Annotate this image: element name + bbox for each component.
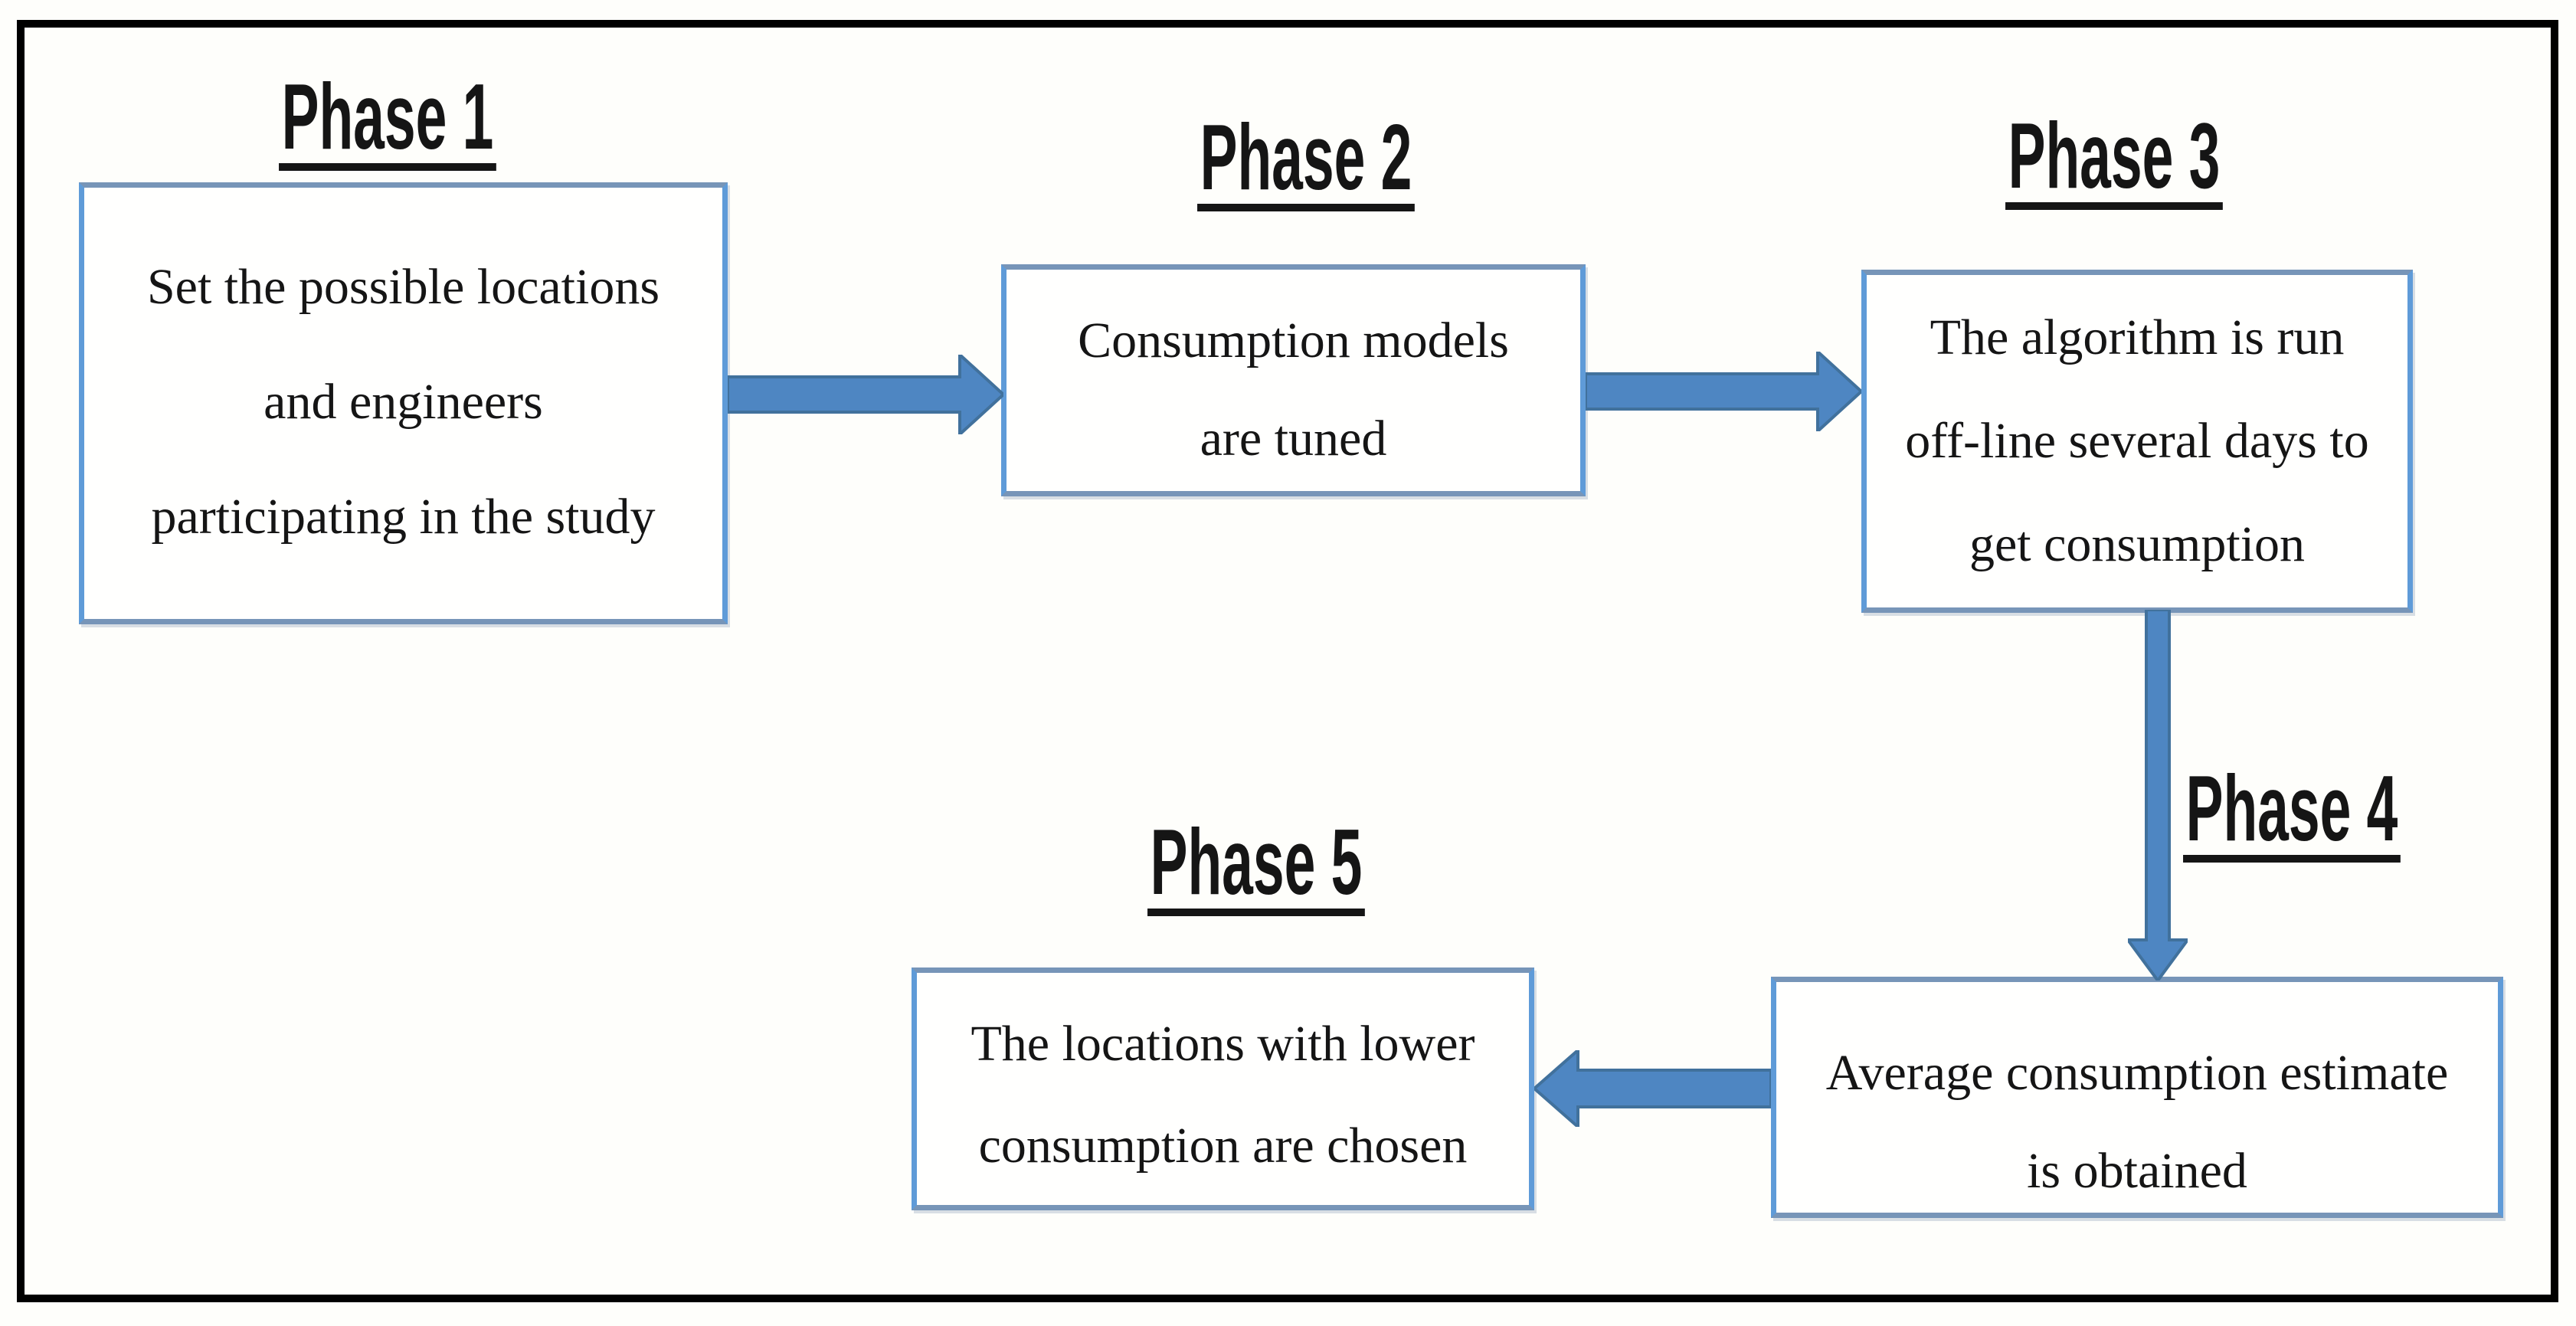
phase-2-label: Phase 2 (1124, 110, 1487, 211)
phase-3-label: Phase 3 (1933, 109, 2295, 210)
arrow-phase4-to-phase5-icon (1534, 1050, 1771, 1127)
phase-3-text-line: off-line several days to (1905, 413, 2369, 469)
arrow-phase2-to-phase3-icon (1586, 352, 1861, 431)
phase-1-text-line: participating in the study (151, 489, 656, 545)
phase-5-box: The locations with lower consumption are… (912, 967, 1534, 1210)
phase-2-text-line: are tuned (1200, 411, 1387, 467)
phase-1-text-line: and engineers (263, 374, 543, 430)
phase-2-label-text: Phase 2 (1197, 110, 1415, 211)
outer-border (17, 20, 2558, 1302)
phase-5-label: Phase 5 (1075, 815, 1437, 916)
arrow-phase3-to-phase4-icon (2128, 610, 2188, 981)
phase-4-label: Phase 4 (2110, 761, 2473, 863)
phase-3-label-text: Phase 3 (2005, 109, 2223, 210)
phase-2-box: Consumption models are tuned (1001, 264, 1586, 496)
phase-4-label-text: Phase 4 (2183, 761, 2401, 863)
phase-1-box: Set the possible locations and engineers… (79, 182, 728, 624)
phase-4-text-line: Average consumption estimate (1825, 1045, 2449, 1101)
phase-5-text-line: consumption are chosen (978, 1118, 1468, 1174)
phase-3-text-line: get consumption (1969, 516, 2306, 572)
phase-4-box: Average consumption estimate is obtained (1771, 977, 2503, 1218)
phase-4-text-line: is obtained (2027, 1143, 2247, 1199)
phase-3-text-line: The algorithm is run (1930, 309, 2345, 365)
arrow-phase1-to-phase2-icon (728, 355, 1003, 434)
phase-1-text-line: Set the possible locations (146, 259, 660, 315)
phase-5-text-line: The locations with lower (971, 1016, 1475, 1072)
phase-1-label-text: Phase 1 (279, 70, 496, 171)
phase-2-text-line: Consumption models (1078, 313, 1509, 368)
phase-1-label: Phase 1 (206, 70, 568, 171)
phase-3-box: The algorithm is run off-line several da… (1861, 270, 2413, 613)
phase-5-label-text: Phase 5 (1147, 815, 1365, 916)
